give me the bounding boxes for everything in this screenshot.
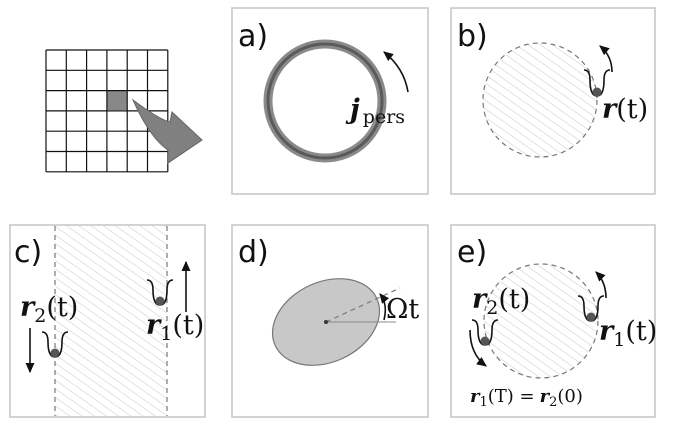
r2-t-label: r2(t) — [472, 284, 530, 319]
hatched-disc — [483, 43, 597, 157]
r1-t-label: r1(t) — [599, 316, 657, 351]
hatched-disc — [484, 264, 598, 378]
panel-e: e) r1(t) r2(t) r1(T) =r2(0) — [450, 224, 657, 418]
panel-b: b) r(t) — [450, 7, 656, 195]
rotation-arrow-icon — [379, 293, 390, 321]
panel-label-a: a) — [238, 19, 268, 54]
motion-arrow-icon — [595, 271, 607, 299]
r-t-label: r(t) — [602, 94, 648, 125]
r2-t-label: r2(t) — [20, 292, 78, 327]
panel-label-d: d) — [238, 235, 269, 270]
current-arrow-icon — [383, 51, 409, 93]
lattice-grid — [45, 49, 203, 173]
hatched-strip — [55, 226, 167, 416]
highlighted-cell — [107, 90, 127, 110]
panel-label-c: c) — [14, 235, 42, 270]
motion-arrow-icon — [599, 45, 613, 73]
big-curved-arrow-icon — [131, 98, 203, 164]
periodicity-equation: r1(T) =r2(0) — [470, 386, 583, 410]
panel-label-b: b) — [457, 19, 488, 54]
omega-t-label: Ωt — [386, 294, 419, 325]
r1-t-label: r1(t) — [146, 310, 204, 345]
panel-label-e: e) — [457, 235, 487, 270]
panel-c: c) r1(t) r2(t) — [9, 224, 206, 418]
panel-d: d) Ωt — [231, 224, 429, 418]
motion-arrow-icon — [469, 329, 487, 367]
